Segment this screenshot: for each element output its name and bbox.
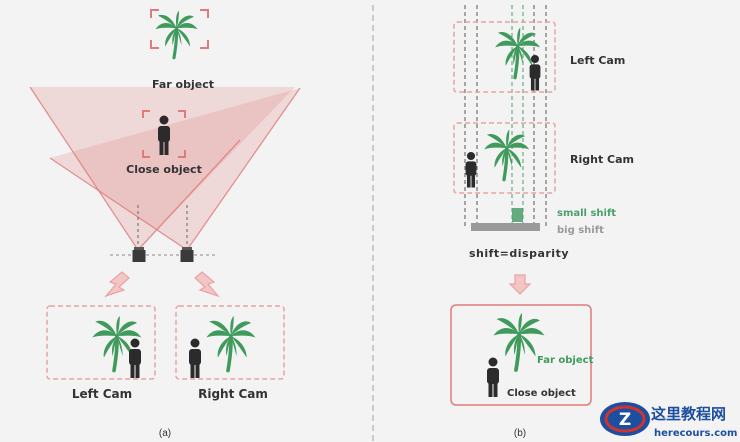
palm-tree-icon	[482, 127, 531, 182]
far-object-label: Far object	[152, 78, 214, 91]
b-left-cam-label: Left Cam	[570, 54, 625, 67]
left-cam-label: Left Cam	[72, 387, 132, 401]
watermark-title: 这里教程网	[651, 405, 726, 423]
panel-b: Left Cam Right Cam small shift big shift…	[450, 5, 634, 439]
big-shift-bar	[471, 223, 540, 231]
caption-a: (a)	[159, 428, 171, 439]
person-icon	[487, 357, 499, 397]
close-object-label: Close object	[126, 163, 202, 176]
b-right-cam-label: Right Cam	[570, 153, 634, 166]
curved-arrow-left	[104, 271, 130, 298]
right-cam-frame	[453, 122, 556, 194]
combined-view-box	[450, 304, 592, 406]
close-object-box	[142, 110, 186, 158]
curved-arrow-right	[194, 271, 220, 298]
far-object-box	[150, 9, 209, 49]
palm-tree-icon	[204, 314, 258, 373]
svg-text:Z: Z	[619, 410, 631, 430]
b-close-object-label: Close object	[507, 388, 576, 399]
left-cam-beam	[30, 87, 295, 250]
person-icon	[465, 151, 477, 188]
small-shift-label: small shift	[557, 208, 616, 219]
big-shift-label: big shift	[557, 225, 604, 236]
left-cam-frame	[453, 21, 556, 93]
panel-a: Far object Close object Left Cam Right C…	[29, 9, 301, 439]
caption-b: (b)	[514, 428, 526, 439]
disparity-formula: shift=disparity	[469, 247, 569, 260]
watermark: Z 这里教程网 herecours.com	[600, 402, 737, 439]
person-icon	[189, 338, 201, 378]
camera-icon	[132, 247, 146, 262]
person-icon	[529, 54, 541, 91]
small-shift-bar	[512, 208, 523, 222]
palm-tree-icon	[153, 9, 200, 60]
watermark-url: herecours.com	[654, 428, 737, 439]
down-arrow-icon	[509, 274, 531, 295]
right-cam-view-box	[175, 305, 285, 380]
person-icon	[129, 338, 141, 378]
right-cam-label: Right Cam	[198, 387, 268, 401]
camera-icon	[180, 247, 194, 262]
right-cam-beam	[50, 88, 300, 250]
left-cam-view-box	[46, 305, 156, 380]
b-far-object-label: Far object	[537, 355, 594, 366]
